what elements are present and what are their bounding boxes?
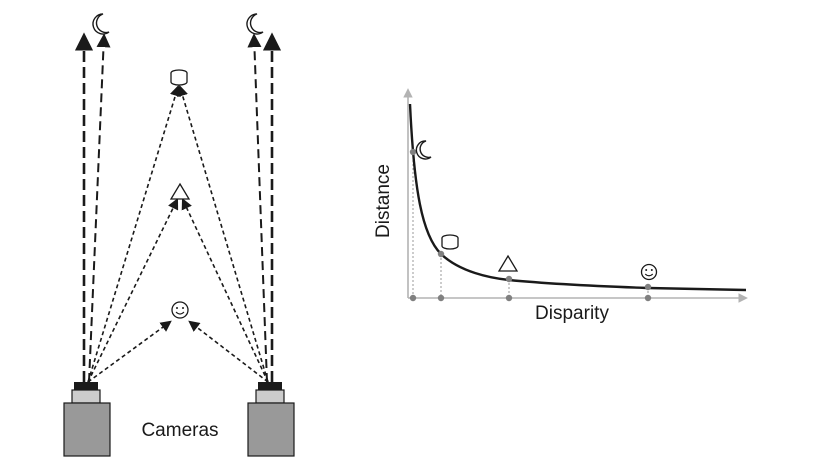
- right-camera-lens: [255, 389, 285, 404]
- left-camera-triangle-ray: [87, 197, 179, 383]
- right-camera-sensor: [258, 382, 282, 391]
- right-camera: [247, 382, 295, 457]
- triangle-icon: [169, 182, 191, 200]
- moon-rays: [74, 32, 282, 383]
- x-axis-label: Disparity: [535, 303, 609, 324]
- camera-rig: Cameras: [63, 13, 295, 457]
- cylinder-axis-point: [437, 294, 445, 302]
- cylinder-icon: [441, 234, 459, 250]
- left-camera-lens: [71, 389, 101, 404]
- right-camera-triangle-ray: [181, 197, 269, 383]
- smiley-face-icon: [640, 263, 658, 281]
- smiley-axis-point: [644, 294, 652, 302]
- crescent-moon-icon: [92, 13, 110, 35]
- axis-points: [409, 294, 652, 302]
- left-camera-cylinder-ray: [87, 84, 181, 383]
- distance-disparity-graph: Disparity Distance: [373, 88, 748, 324]
- cameras-label: Cameras: [141, 420, 218, 441]
- y-axis-label: Distance: [373, 164, 394, 238]
- triangle-curve-point: [505, 275, 513, 283]
- smiley-curve-point: [644, 283, 652, 291]
- distance-curve: [408, 103, 747, 292]
- right-camera-body: [247, 402, 295, 457]
- right-camera-moon-ray-inner: [247, 33, 268, 383]
- left-camera-moon-ray-inner: [88, 33, 111, 383]
- moon-curve-point: [409, 148, 417, 156]
- triangle-axis-point: [505, 294, 513, 302]
- smiley-face-icon: [171, 301, 189, 319]
- right-camera-cylinder-ray: [177, 84, 269, 383]
- right-camera-smiley-ray: [188, 320, 269, 383]
- cylinder-curve-point: [437, 250, 445, 258]
- left-camera-sensor: [74, 382, 98, 391]
- left-camera-smiley-ray: [87, 320, 172, 383]
- crescent-moon-icon: [415, 140, 432, 160]
- left-camera: [63, 382, 111, 457]
- cylinder-icon: [170, 69, 188, 86]
- left-camera-body: [63, 402, 111, 457]
- moon-axis-point: [409, 294, 417, 302]
- drop-lines: [412, 152, 649, 298]
- crescent-moon-icon: [246, 13, 264, 35]
- object-rays: [87, 84, 269, 383]
- triangle-icon: [497, 254, 519, 272]
- curve-points: [409, 148, 652, 291]
